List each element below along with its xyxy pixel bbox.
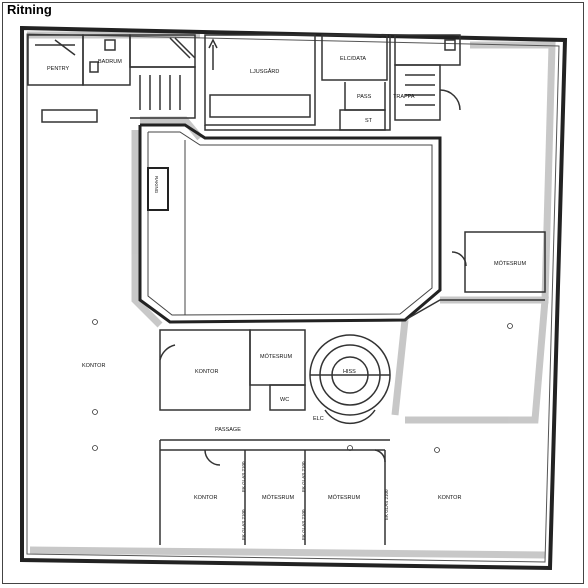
label-badrum: BADRUM (98, 59, 122, 65)
wall-shading (27, 31, 556, 559)
label-passage: PASSAGE (215, 427, 241, 433)
label-glass-4: EK GLAS 2100 (301, 509, 306, 540)
label-kontor-bottom-left: KONTOR (194, 495, 217, 501)
label-glass-3: EK GLAS 2100 (301, 461, 306, 492)
label-motesrum-right: MÖTESRUM (494, 260, 527, 267)
label-motesrum-bottom-1: MÖTESRUM (262, 494, 295, 501)
outer-walls-inner (26, 33, 560, 563)
courtyard-walls (138, 123, 442, 324)
label-ljusgard: LJUSGÅRD (250, 68, 279, 75)
atrium-block (204, 34, 391, 131)
outer-walls (20, 25, 568, 571)
label-elc: ELC (313, 416, 324, 422)
label-glass-1: EK GLAS 2100 (241, 461, 246, 492)
courtyard-inner (147, 131, 433, 316)
label-raking: RAKING (154, 176, 159, 194)
bottom-rooms (159, 439, 390, 545)
label-elc-data: ELC/DATA (340, 56, 366, 62)
label-glass-5: EK GLAS 2100 (384, 489, 389, 520)
drawing-title: Ritning (7, 2, 52, 17)
label-glass-2: EK GLAS 2100 (241, 509, 246, 540)
stair-block-right (394, 34, 461, 121)
service-block-left (27, 34, 196, 123)
right-rooms (404, 231, 546, 321)
label-motesrum-center: MÖTESRUM (260, 353, 293, 360)
label-trappa: TRAPPA (393, 94, 415, 100)
drawing-frame (2, 2, 584, 584)
fixture-markers (92, 319, 513, 453)
label-pass: PASS (357, 94, 372, 100)
label-hiss: HISS (343, 369, 356, 375)
label-kontor-center: KONTOR (195, 369, 218, 375)
label-pentry: PENTRY (47, 66, 70, 72)
label-kontor-left: KONTOR (82, 363, 105, 369)
raking-shelf (147, 167, 169, 211)
center-rooms (159, 329, 391, 425)
label-wc: WC (280, 397, 289, 403)
label-kontor-bottom-right: KONTOR (438, 495, 461, 501)
label-motesrum-bottom-2: MÖTESRUM (328, 494, 361, 501)
label-st: ST (365, 118, 373, 124)
